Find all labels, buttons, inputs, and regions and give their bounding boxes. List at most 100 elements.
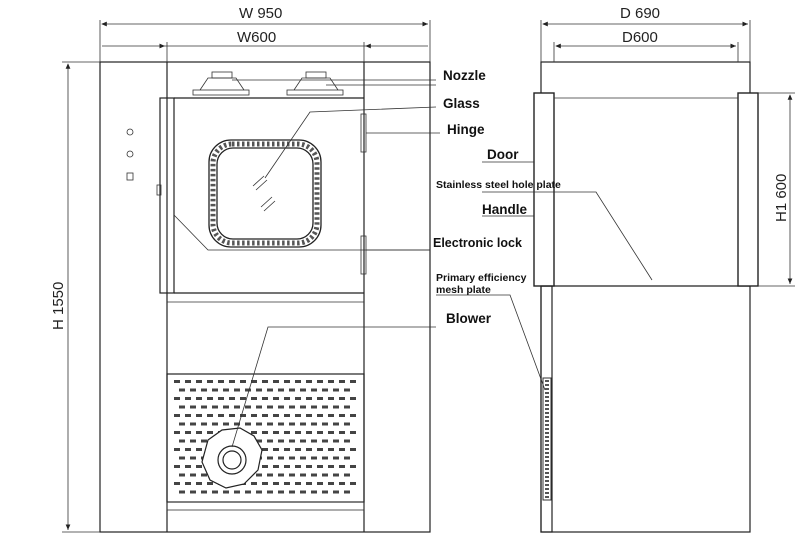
grille-slot [311,388,317,392]
grille-slot [179,439,185,443]
grille-slot [278,422,284,426]
grille-slot [273,431,279,434]
grille-slot [196,465,202,468]
grille-slot [344,473,350,477]
grille-slot [174,431,180,434]
grille-slot [289,456,295,460]
dim-overall-width: W 950 [239,5,282,22]
grille-slot [295,482,301,485]
grille-slot [256,422,262,426]
dim-overall-depth: D 690 [620,5,660,22]
grille-slot [179,490,185,494]
nozzle-left-icon [192,71,250,96]
grille-slot [267,388,273,392]
nozzle-right-icon [286,71,344,96]
grille-slot [267,473,273,477]
grille-slot [300,490,306,494]
dimensions: W 950 W600 D 690 D600 H 1550 H1 600 [50,5,795,533]
grille-slot [300,473,306,477]
label-door: Door [487,147,519,162]
grille-slot [339,448,345,451]
grille-slot [295,448,301,451]
grille-slot [212,405,218,409]
grille-slot [185,380,191,383]
grille-slot [196,482,202,485]
grille-slot [207,380,213,383]
grille-slot [256,490,262,494]
grille-slot [278,473,284,477]
grille-slot [179,473,185,477]
grille-slot [207,414,213,417]
grille-slot [344,456,350,460]
grille-slot [328,380,334,383]
grille-slot [322,456,328,460]
grille-slot [333,439,339,443]
grille-slot [350,414,356,417]
grille-slot [196,380,202,383]
label-blower: Blower [446,311,492,326]
grille-slot [273,448,279,451]
grille-slot [306,414,312,417]
grille-slot [339,482,345,485]
grille-slot [229,414,235,417]
grille-slot [322,439,328,443]
grille-slot [311,439,317,443]
grille-slot [256,388,262,392]
handle-icon [156,184,162,196]
label-hinge: Hinge [447,122,485,137]
grille-slot [179,405,185,409]
grille-slot [289,490,295,494]
grille-slot [174,397,180,400]
front-cabinet-outline [99,61,431,533]
side-cabinet-outline [540,61,751,533]
grille-slot [223,422,229,426]
label-nozzle: Nozzle [443,68,486,83]
grille-slot [317,431,323,434]
grille-slot [311,456,317,460]
grille-slot [328,397,334,400]
grille-slot [311,405,317,409]
grille-slot [240,414,246,417]
grille-slot [350,482,356,485]
grille-slot [289,388,295,392]
grille-slot [333,405,339,409]
grille-slot [300,422,306,426]
grille-slot [328,482,334,485]
grille-slot [278,490,284,494]
grille-slot [339,414,345,417]
grille-slot [339,380,345,383]
label-glass: Glass [443,96,480,111]
grille-slot [317,482,323,485]
grille-slot [306,482,312,485]
grille-slot [273,482,279,485]
grille-slot [300,439,306,443]
grille-slot [190,422,196,426]
grille-slot [234,388,240,392]
grille-slot [328,465,334,468]
grille-slot [295,465,301,468]
grille-slot [344,490,350,494]
grille-slot [317,465,323,468]
grille-slot [190,456,196,460]
grille-slot [190,473,196,477]
grille-slot [284,397,290,400]
grille-slot [267,422,273,426]
label-handle: Handle [482,202,528,217]
grille-slot [273,397,279,400]
grille-slot [317,380,323,383]
grille-slot [339,465,345,468]
grille-slot [262,482,268,485]
grille-slot [333,490,339,494]
grille-slot [201,405,207,409]
grille-slot [245,422,251,426]
grille-slot [234,405,240,409]
grille-slot [306,380,312,383]
grille-slot [284,482,290,485]
grille-slot [207,482,213,485]
grille-slot [207,397,213,400]
grille-slot [344,439,350,443]
grille-slot [295,397,301,400]
grille-slot [350,397,356,400]
grille-slot [278,388,284,392]
grille-slot [311,473,317,477]
